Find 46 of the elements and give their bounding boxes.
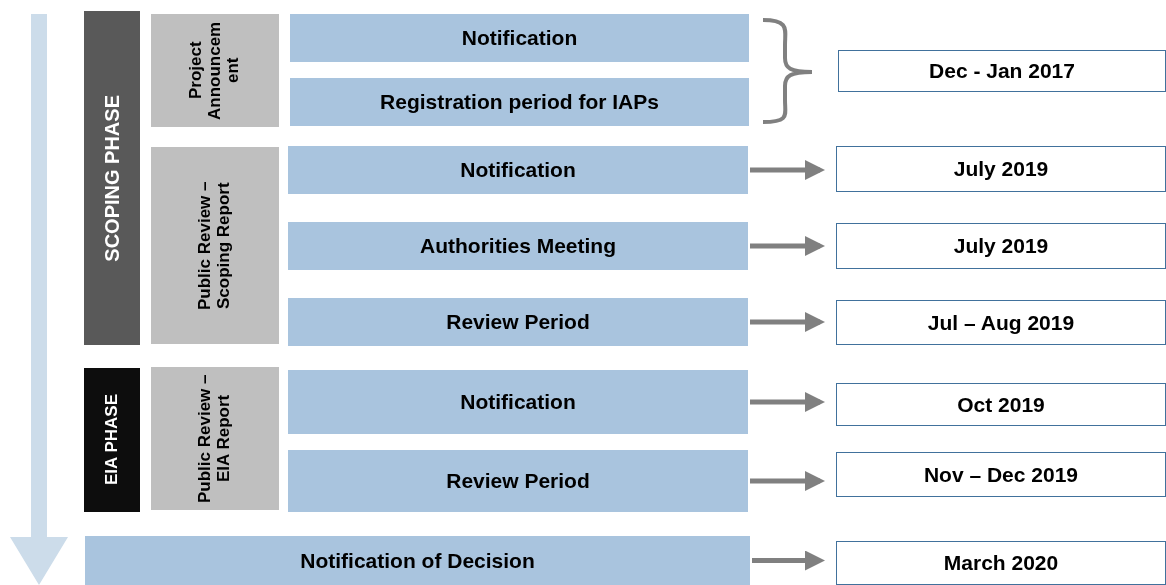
- box-label: Dec - Jan 2017: [929, 59, 1075, 83]
- box-label: Notification: [460, 158, 576, 182]
- process-box: [288, 222, 748, 270]
- date-box: [836, 223, 1166, 269]
- date-box: [836, 383, 1166, 426]
- box-label: Jul – Aug 2019: [927, 310, 1075, 335]
- stage-box: [151, 147, 279, 344]
- box-label: March 2020: [943, 551, 1059, 575]
- box-label: Review Period: [446, 310, 590, 334]
- box-label: Public Review – EIA Report: [196, 373, 234, 505]
- stage-box: [151, 367, 279, 510]
- box-label: Notification: [460, 390, 576, 414]
- box-label: July 2019: [953, 157, 1049, 181]
- box-label: Review Period: [446, 469, 590, 493]
- box-label: Nov – Dec 2019: [923, 462, 1079, 487]
- arrow: [750, 236, 825, 256]
- box-label: Project Announcement: [186, 20, 244, 122]
- phase-bar: [84, 368, 140, 512]
- date-box: [838, 50, 1166, 92]
- box-label: July 2019: [953, 234, 1049, 258]
- arrow: [752, 550, 825, 571]
- box-label: Authorities Meeting: [420, 234, 616, 258]
- box-label: SCOPING PHASE: [101, 94, 123, 262]
- date-box: [836, 541, 1166, 585]
- arrow: [750, 392, 825, 412]
- process-box: [290, 14, 749, 62]
- box-label: EIA PHASE: [102, 394, 122, 486]
- arrow: [750, 160, 825, 180]
- stage-box: [151, 14, 279, 127]
- process-box: [288, 298, 748, 346]
- process-box: [288, 450, 748, 512]
- box-label: Notification of Decision: [300, 548, 535, 573]
- arrow: [750, 471, 825, 491]
- box-label: Public Review – Scoping Report: [196, 180, 234, 312]
- box-label: Oct 2019: [957, 392, 1045, 417]
- process-box: [85, 536, 750, 585]
- date-box: [836, 452, 1166, 497]
- phase-bar: [84, 11, 140, 345]
- process-box: [288, 146, 748, 194]
- date-box: [836, 146, 1166, 192]
- process-box: [288, 370, 748, 434]
- process-box: [290, 78, 749, 126]
- date-box: [836, 300, 1166, 345]
- box-label: Notification: [461, 26, 578, 50]
- arrow: [750, 312, 825, 332]
- box-label: Registration period for IAPs: [380, 90, 659, 114]
